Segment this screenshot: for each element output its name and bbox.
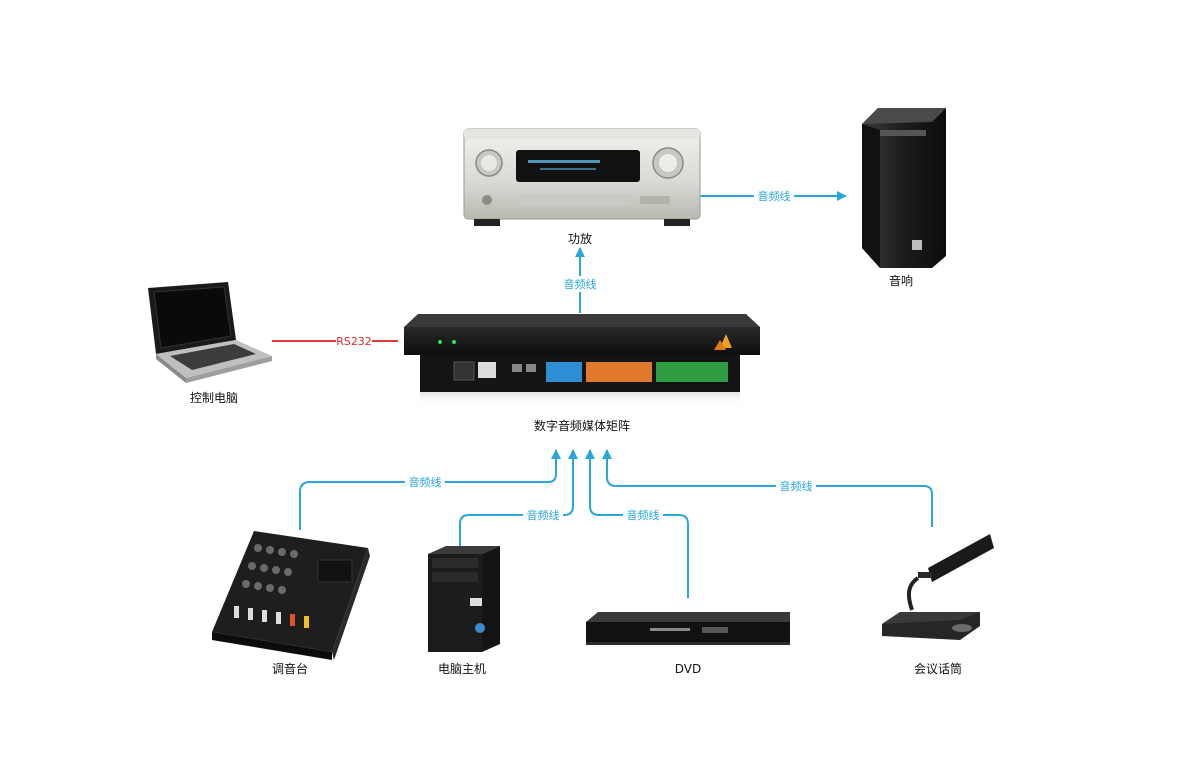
wire-label-dvd: 音频线	[627, 508, 660, 522]
mixer-icon	[212, 531, 370, 660]
speaker-icon	[862, 108, 946, 268]
wire-label-matrix-to-amp: 音频线	[564, 277, 597, 291]
pc-host-label: 电脑主机	[438, 662, 486, 676]
wire-label-amp-to-speaker: 音频线	[758, 189, 791, 203]
wire-dvd-to-matrix	[585, 449, 689, 598]
pc-tower-icon	[428, 546, 500, 652]
audio-matrix-icon	[404, 314, 760, 406]
dvd-player-icon	[586, 612, 790, 645]
wire-label-mixer: 音频线	[409, 475, 442, 489]
connections: 音频线 音频线 RS232 音频线 音频线 音频线 音频线	[272, 188, 933, 598]
wire-host-to-matrix	[459, 449, 578, 546]
mic-label: 会议话筒	[914, 661, 962, 676]
amplifier-label: 功放	[568, 231, 592, 246]
control-pc-label: 控制电脑	[190, 391, 238, 405]
mixer-label: 调音台	[272, 661, 308, 676]
laptop-icon	[148, 282, 272, 383]
wire-label-rs232: RS232	[336, 335, 372, 348]
conference-mic-icon	[882, 534, 994, 640]
dvd-label: DVD	[675, 662, 701, 676]
wire-label-host: 音频线	[527, 508, 560, 522]
wire-mic-to-matrix	[602, 449, 933, 527]
amplifier-icon	[463, 128, 701, 226]
speaker-label: 音响	[889, 273, 913, 288]
matrix-label: 数字音频媒体矩阵	[534, 418, 630, 433]
wire-label-mic: 音频线	[780, 479, 813, 493]
